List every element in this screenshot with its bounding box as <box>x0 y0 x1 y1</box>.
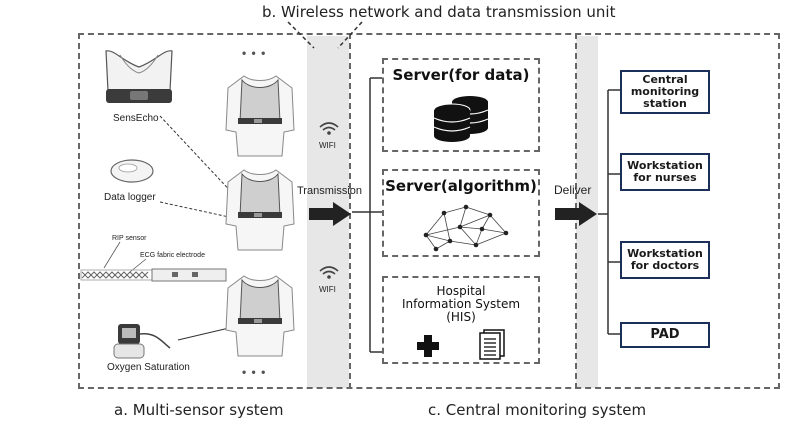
data-logger-icon <box>110 159 154 183</box>
his-box: Hospital Information System (HIS) <box>382 276 540 364</box>
sensecho-vest-icon <box>105 50 173 103</box>
separator-left <box>349 33 351 389</box>
wifi-bottom-icon <box>319 266 339 279</box>
torso-top-icon <box>225 75 295 157</box>
database-icon <box>433 96 489 142</box>
ellipsis-bottom: • • • <box>242 365 267 379</box>
server-algorithm-box: Server(algorithm) <box>382 169 540 257</box>
rip-sensor-strip-icon <box>80 241 227 282</box>
network-graph-icon <box>423 204 509 252</box>
server-data-box: Server(for data) <box>382 58 540 152</box>
output-pad: PAD <box>620 322 710 348</box>
deliver-arrow-icon <box>555 202 597 226</box>
caption-central: c. Central monitoring system <box>428 401 647 419</box>
his-title-line1: Hospital <box>436 284 486 298</box>
server-data-title: Server(for data) <box>392 66 530 84</box>
output-workstation-nurses: Workstation for nurses <box>620 153 710 191</box>
deliver-label: Deliver <box>554 183 592 197</box>
torso-bottom-icon <box>225 275 295 357</box>
rip-sensor-label: RIP sensor <box>112 235 147 242</box>
caption-multi-sensor: a. Multi-sensor system <box>114 401 284 419</box>
medical-cross-icon <box>417 335 439 357</box>
torso-middle-icon <box>225 169 295 251</box>
wifi-top-icon <box>319 122 339 135</box>
sensecho-label: SensEcho <box>113 113 159 124</box>
oxygen-saturation-label: Oxygen Saturation <box>107 362 190 373</box>
wifi-top-label: WIFI <box>319 141 336 150</box>
caption-pointer-lines <box>287 21 363 49</box>
oxygen-saturation-device-icon <box>113 324 171 359</box>
his-title-line3: (HIS) <box>446 310 476 324</box>
data-logger-label: Data logger <box>104 192 156 203</box>
his-title-line2: Information System <box>401 297 521 311</box>
outer-frame <box>78 33 780 389</box>
server-algorithm-title: Server(algorithm) <box>385 177 537 195</box>
wifi-bottom-label: WIFI <box>319 285 336 294</box>
output-bracket-lines <box>598 89 620 335</box>
output-workstation-doctors: Workstation for doctors <box>620 241 710 279</box>
ellipsis-top: • • • <box>242 46 267 60</box>
server-bracket-lines <box>352 77 382 353</box>
output-central-monitoring-station: Central monitoring station <box>620 70 710 114</box>
transmission-label: Transmission <box>297 185 362 197</box>
document-icon <box>479 329 505 360</box>
caption-wireless: b. Wireless network and data transmissio… <box>262 3 616 21</box>
transmission-arrow-icon <box>309 202 351 226</box>
ecg-electrode-label: ECG fabric electrode <box>140 252 205 259</box>
